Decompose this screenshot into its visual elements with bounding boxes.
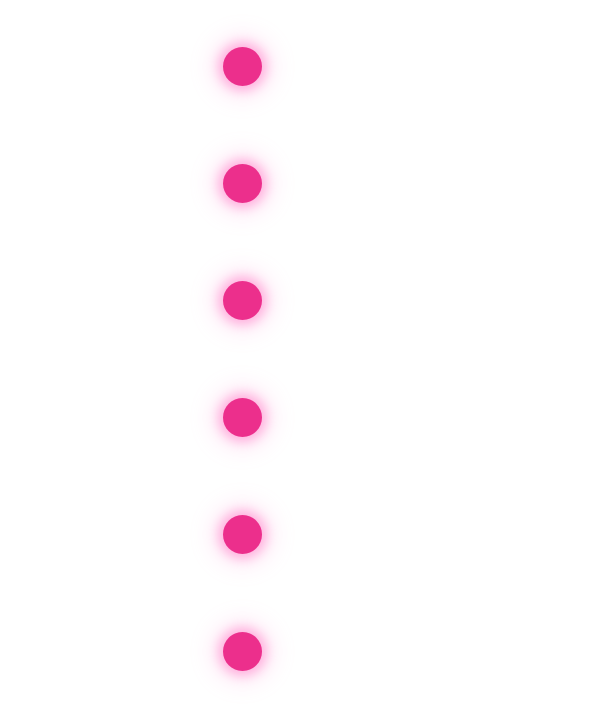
glowing-dot-5 [223, 515, 262, 554]
glowing-dot-4 [223, 398, 262, 437]
dot-column [223, 47, 263, 672]
glowing-dot-2 [223, 164, 262, 203]
glowing-dot-1 [223, 47, 262, 86]
glowing-dot-6 [223, 632, 262, 671]
glowing-dot-3 [223, 281, 262, 320]
